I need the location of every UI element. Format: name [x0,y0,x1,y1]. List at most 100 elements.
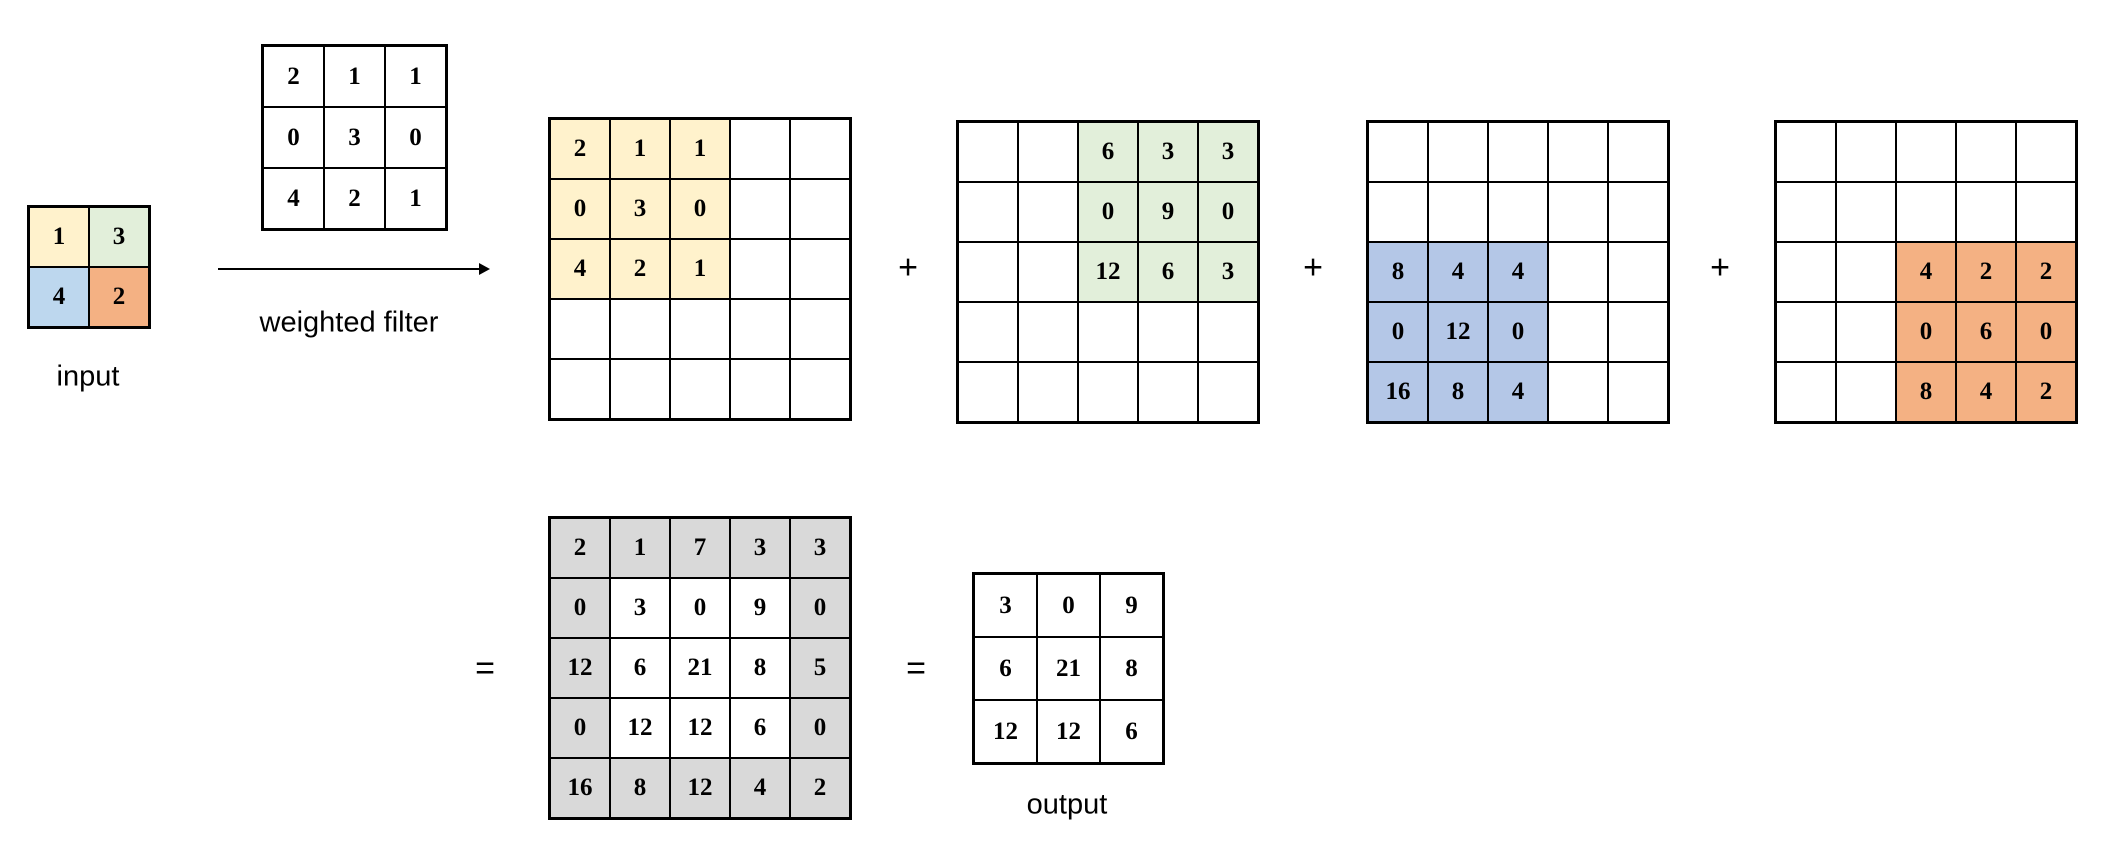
grid-cell [1836,362,1896,422]
grid-cell: 8 [610,758,670,818]
grid-cell: 4 [1896,242,1956,302]
grid-cell: 12 [1037,700,1100,763]
grid-cell: 6 [610,638,670,698]
plus-operator: + [1710,248,1730,287]
grid-cell: 3 [1138,122,1198,182]
grid-cell: 0 [1488,302,1548,362]
grid-cell: 0 [670,578,730,638]
grid-cell [610,359,670,419]
grid-cell: 16 [550,758,610,818]
grid-cell [1488,182,1548,242]
grid-cell [1896,122,1956,182]
grid-cell [1956,182,2016,242]
grid-cell [1836,302,1896,362]
grid-cell: 2 [1956,242,2016,302]
grid-cell [1608,182,1668,242]
grid-cell: 0 [263,107,324,168]
grid-cell: 1 [610,119,670,179]
grid-cell [2016,122,2076,182]
grid-cell: 0 [2016,302,2076,362]
grid-cell: 6 [974,637,1037,700]
grid-cell [1896,182,1956,242]
grid-cell: 4 [550,239,610,299]
grid-cell: 0 [550,179,610,239]
grid-cell [1776,182,1836,242]
grid-cell: 4 [1488,242,1548,302]
equals-operator: = [906,649,926,688]
grid-cell: 3 [730,518,790,578]
grid-cell [958,182,1018,242]
grid-cell [670,359,730,419]
grid-cell: 0 [550,698,610,758]
grid-cell: 3 [790,518,850,578]
grid-cell [730,119,790,179]
grid-cell: 4 [730,758,790,818]
grid-cell: 3 [974,574,1037,637]
grid-cell: 21 [1037,637,1100,700]
grid-cell [958,302,1018,362]
grid-cell: 0 [1896,302,1956,362]
grid-cell: 1 [29,207,89,267]
grid-cell [1548,242,1608,302]
grid-cell [1488,122,1548,182]
grid-cell: 12 [610,698,670,758]
grid-cell [1836,182,1896,242]
grid-cell [1018,362,1078,422]
grid-cell: 0 [670,179,730,239]
grid-cell: 0 [385,107,446,168]
grid-cell: 16 [1368,362,1428,422]
input-label: input [56,360,120,393]
grid-cell [1368,122,1428,182]
grid-cell: 8 [730,638,790,698]
grid-cell: 12 [670,698,730,758]
grid-cell: 2 [790,758,850,818]
grid-cell: 2 [2016,242,2076,302]
grid-cell [1138,362,1198,422]
grid-cell [790,179,850,239]
arrow-icon [218,263,490,275]
grid-cell [1836,242,1896,302]
grid-cell: 3 [89,207,149,267]
grid-cell [1018,182,1078,242]
grid-cell: 0 [1078,182,1138,242]
grid-cell [790,299,850,359]
grid-cell: 3 [610,578,670,638]
grid-cell [1548,182,1608,242]
grid-cell: 8 [1368,242,1428,302]
grid-cell [958,362,1018,422]
grid-cell [1836,122,1896,182]
grid-cell: 0 [790,698,850,758]
grid-cell: 12 [974,700,1037,763]
grid-cell [550,359,610,419]
grid-cell: 7 [670,518,730,578]
filter-label: weighted filter [259,306,439,339]
plus-operator: + [1303,248,1323,287]
grid-cell: 4 [263,168,324,229]
output-label: output [1026,788,1108,821]
grid-cell [1608,242,1668,302]
grid-cell [1078,362,1138,422]
grid-cell: 2 [263,46,324,107]
grid-cell: 6 [1078,122,1138,182]
grid-cell [958,122,1018,182]
grid-cell: 3 [1198,242,1258,302]
grid-cell: 3 [324,107,385,168]
grid-cell: 1 [385,46,446,107]
grid-cell [958,242,1018,302]
grid-cell: 3 [610,179,670,239]
grid-cell: 4 [1488,362,1548,422]
grid-cell [2016,182,2076,242]
grid-cell [1198,302,1258,362]
grid-cell [790,119,850,179]
grid-cell [1368,182,1428,242]
grid-cell: 6 [1956,302,2016,362]
grid-cell: 2 [550,518,610,578]
grid-cell: 3 [1198,122,1258,182]
grid-cell: 4 [1428,242,1488,302]
